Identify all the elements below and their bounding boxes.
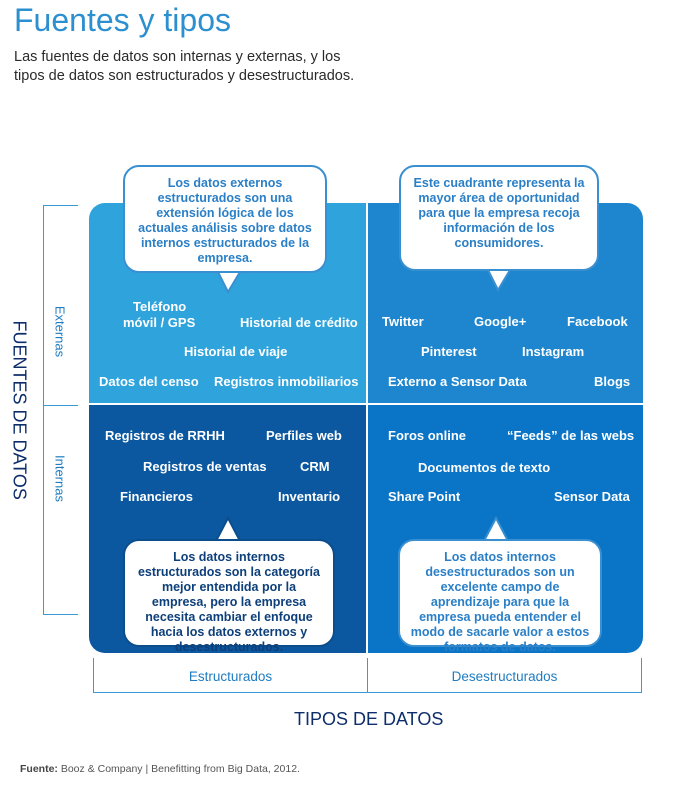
col-label-estructurados: Estructurados: [188, 669, 273, 684]
item-externo-sensor-data: Externo a Sensor Data: [388, 374, 527, 389]
y-axis-line: [43, 205, 44, 615]
source-note: Fuente: Booz & Company | Benefitting fro…: [20, 763, 300, 775]
item-movil-gps: móvil / GPS: [123, 315, 196, 330]
item-documentos-texto: Documentos de texto: [418, 460, 551, 475]
item-sensor-data: Sensor Data: [554, 489, 630, 504]
callout-ext-struct: Los datos externos estructurados son una…: [123, 165, 327, 273]
item-feeds-webs: “Feeds” de las webs: [507, 428, 635, 443]
callout-int-unstruct: Los datos internos desestructurados son …: [398, 539, 602, 654]
item-inventario: Inventario: [278, 489, 341, 504]
item-blogs: Blogs: [594, 374, 631, 389]
y-axis-tick-bottom: [43, 614, 78, 615]
item-crm: CRM: [300, 459, 330, 474]
page-title: Fuentes y tipos: [14, 2, 231, 38]
item-financieros: Financieros: [120, 489, 193, 504]
bubble-tail-int-unstruct: [482, 515, 510, 542]
callout-ext-unstruct: Este cuadrante representa la mayor área …: [399, 165, 599, 271]
x-axis-tick-right: [641, 658, 642, 693]
item-twitter: Twitter: [382, 314, 424, 329]
bubble-tail-ext-unstruct: [486, 269, 512, 293]
item-registros-rrhh: Registros de RRHH: [105, 428, 225, 443]
x-axis-tick-mid: [367, 658, 368, 693]
item-historial-viaje: Historial de viaje: [184, 344, 288, 359]
col-label-desestructurados: Desestructurados: [451, 669, 558, 684]
bubble-tail-ext-struct: [216, 271, 242, 295]
item-facebook: Facebook: [567, 314, 628, 329]
y-axis-tick-mid: [43, 405, 78, 406]
item-share-point: Share Point: [388, 489, 461, 504]
item-google-plus: Google+: [474, 314, 527, 329]
source-label: Fuente:: [20, 763, 58, 775]
item-instagram: Instagram: [522, 344, 585, 359]
bubble-tail-int-struct: [214, 515, 242, 542]
page-subtitle: Las fuentes de datos son internas y exte…: [14, 49, 355, 84]
x-axis-title: TIPOS DE DATOS: [294, 709, 444, 729]
callout-int-struct: Los datos internos estructurados son la …: [123, 539, 335, 654]
row-label-internas: Internas: [52, 455, 68, 502]
item-registros-inmobiliarios: Registros inmobiliarios: [214, 374, 359, 389]
item-pinterest: Pinterest: [421, 344, 477, 359]
item-datos-censo: Datos del censo: [99, 374, 199, 389]
item-telefono: Teléfono: [133, 299, 187, 314]
y-axis-tick-top: [43, 205, 78, 206]
item-foros-online: Foros online: [388, 428, 466, 443]
item-historial-credito: Historial de crédito: [240, 315, 358, 330]
item-registros-ventas: Registros de ventas: [143, 459, 267, 474]
row-label-externas: Externas: [52, 305, 68, 358]
y-axis-title: FUENTES DE DATOS: [9, 320, 30, 500]
item-perfiles-web: Perfiles web: [266, 428, 342, 443]
source-text: Booz & Company | Benefitting from Big Da…: [57, 763, 300, 775]
x-axis-tick-left: [93, 658, 94, 693]
